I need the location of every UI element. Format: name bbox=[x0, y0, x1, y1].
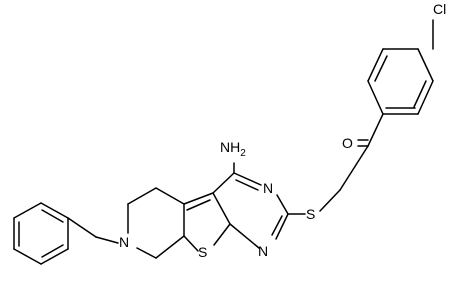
bond bbox=[41, 244, 64, 258]
bond bbox=[417, 48, 434, 82]
bond bbox=[13, 248, 42, 265]
bond bbox=[339, 145, 369, 191]
bond bbox=[67, 217, 97, 238]
bond bbox=[155, 187, 185, 205]
bond bbox=[186, 199, 211, 211]
bond bbox=[235, 179, 259, 191]
bond bbox=[374, 55, 388, 82]
bond bbox=[276, 194, 289, 215]
bond bbox=[183, 192, 214, 205]
bond bbox=[183, 235, 199, 252]
piperidine-n-label: N bbox=[119, 234, 129, 250]
bond bbox=[319, 189, 341, 212]
bond bbox=[13, 202, 42, 219]
bond bbox=[40, 202, 69, 219]
bond bbox=[367, 48, 384, 82]
bond bbox=[155, 235, 185, 259]
atom-labels: NH2 O Cl N N S S N bbox=[119, 1, 446, 260]
pyrimidine-n-upper-label: N bbox=[263, 180, 273, 196]
bond bbox=[212, 172, 235, 194]
carbonyl-oxygen-label: O bbox=[342, 135, 353, 151]
bond bbox=[40, 248, 69, 265]
bond bbox=[367, 113, 384, 147]
bonds bbox=[13, 19, 434, 265]
bond bbox=[136, 247, 157, 259]
bond bbox=[417, 80, 434, 115]
thiophene-s-label: S bbox=[198, 244, 207, 260]
bond bbox=[367, 80, 384, 115]
bond bbox=[41, 209, 64, 223]
amine-label: NH2 bbox=[220, 139, 246, 159]
bond bbox=[212, 192, 231, 225]
bond bbox=[229, 223, 260, 249]
bond bbox=[413, 80, 427, 108]
bond bbox=[275, 213, 289, 240]
pyrimidine-n-lower-label: N bbox=[258, 243, 268, 259]
bond bbox=[271, 215, 283, 236]
bond bbox=[233, 172, 262, 186]
bond bbox=[213, 223, 231, 246]
bond bbox=[95, 236, 119, 244]
bond bbox=[127, 187, 157, 205]
thioether-s-label: S bbox=[306, 206, 315, 222]
chlorine-label: Cl bbox=[433, 1, 446, 17]
